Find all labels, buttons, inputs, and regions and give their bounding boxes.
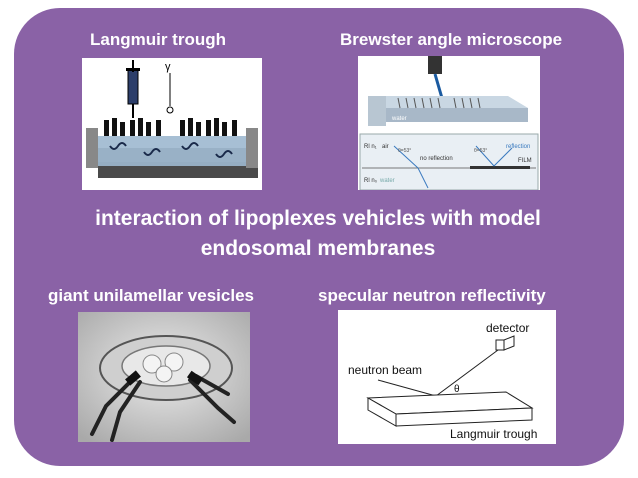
bam-film-label: FILM bbox=[518, 158, 532, 164]
central-caption: interaction of lipoplexes vehicles with … bbox=[40, 204, 596, 264]
bam-angle-right: θ=53° bbox=[474, 148, 487, 154]
langmuir-trough-illustration: γ bbox=[82, 58, 262, 190]
neutron-reflectivity-diagram: detector neutron beam θ Langmuir trough bbox=[338, 310, 556, 444]
vesicle-chamber-photo bbox=[78, 312, 250, 442]
label-langmuir-trough: Langmuir trough bbox=[90, 30, 226, 49]
bam-water-top-label: water bbox=[391, 116, 407, 122]
neutron-beam-label: neutron beam bbox=[348, 363, 422, 377]
brewster-microscope-illustration: water Rl n₁ air Rl n₀ water θ=53° no ref… bbox=[358, 56, 540, 190]
label-neutron-reflectivity: specular neutron reflectivity bbox=[318, 286, 546, 305]
central-caption-line1: interaction of lipoplexes vehicles with … bbox=[95, 207, 541, 230]
bam-n1-label: Rl n₁ bbox=[364, 144, 377, 150]
bam-air-label: air bbox=[382, 144, 389, 150]
label-brewster-microscope: Brewster angle microscope bbox=[340, 30, 563, 49]
detector-label: detector bbox=[486, 321, 529, 335]
theta-label: θ bbox=[454, 384, 460, 395]
bam-angle-left: θ=53° bbox=[398, 148, 411, 154]
gamma-symbol: γ bbox=[165, 61, 171, 73]
bam-reflection: reflection bbox=[506, 144, 530, 150]
bam-water-bottom-label: water bbox=[379, 178, 395, 184]
bam-no-reflection: no reflection bbox=[420, 156, 453, 162]
central-caption-line2: endosomal membranes bbox=[200, 237, 436, 260]
label-giant-vesicles: giant unilamellar vesicles bbox=[48, 286, 254, 305]
bam-n0-label: Rl n₀ bbox=[364, 178, 378, 184]
trough-label: Langmuir trough bbox=[450, 427, 537, 441]
